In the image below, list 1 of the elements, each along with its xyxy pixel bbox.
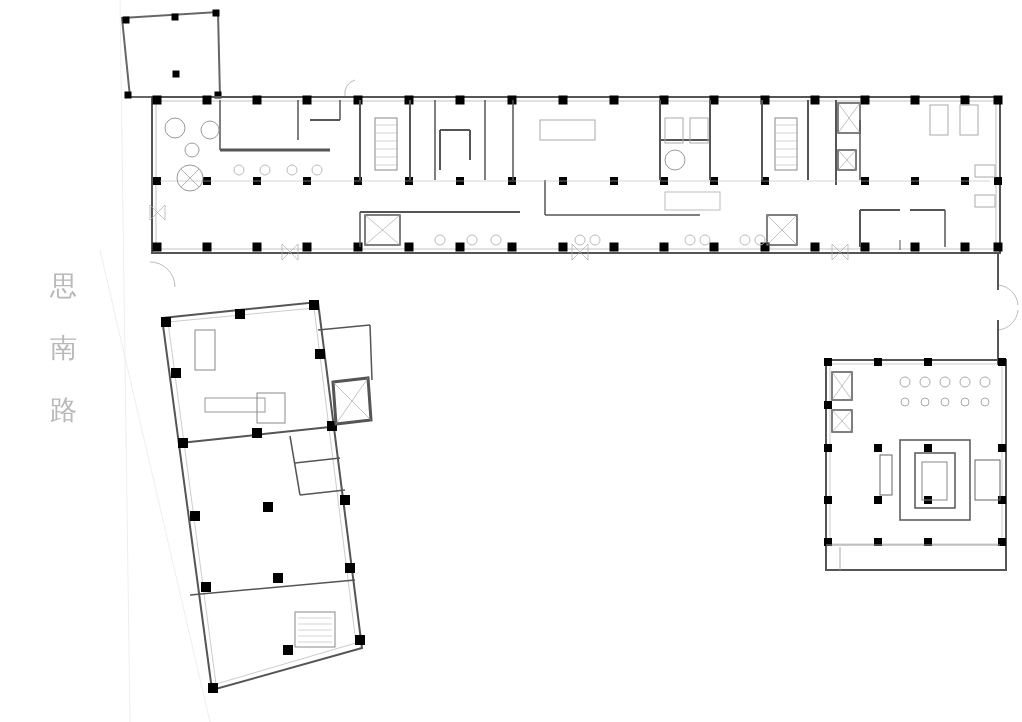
road-name: 思南路	[50, 269, 78, 427]
